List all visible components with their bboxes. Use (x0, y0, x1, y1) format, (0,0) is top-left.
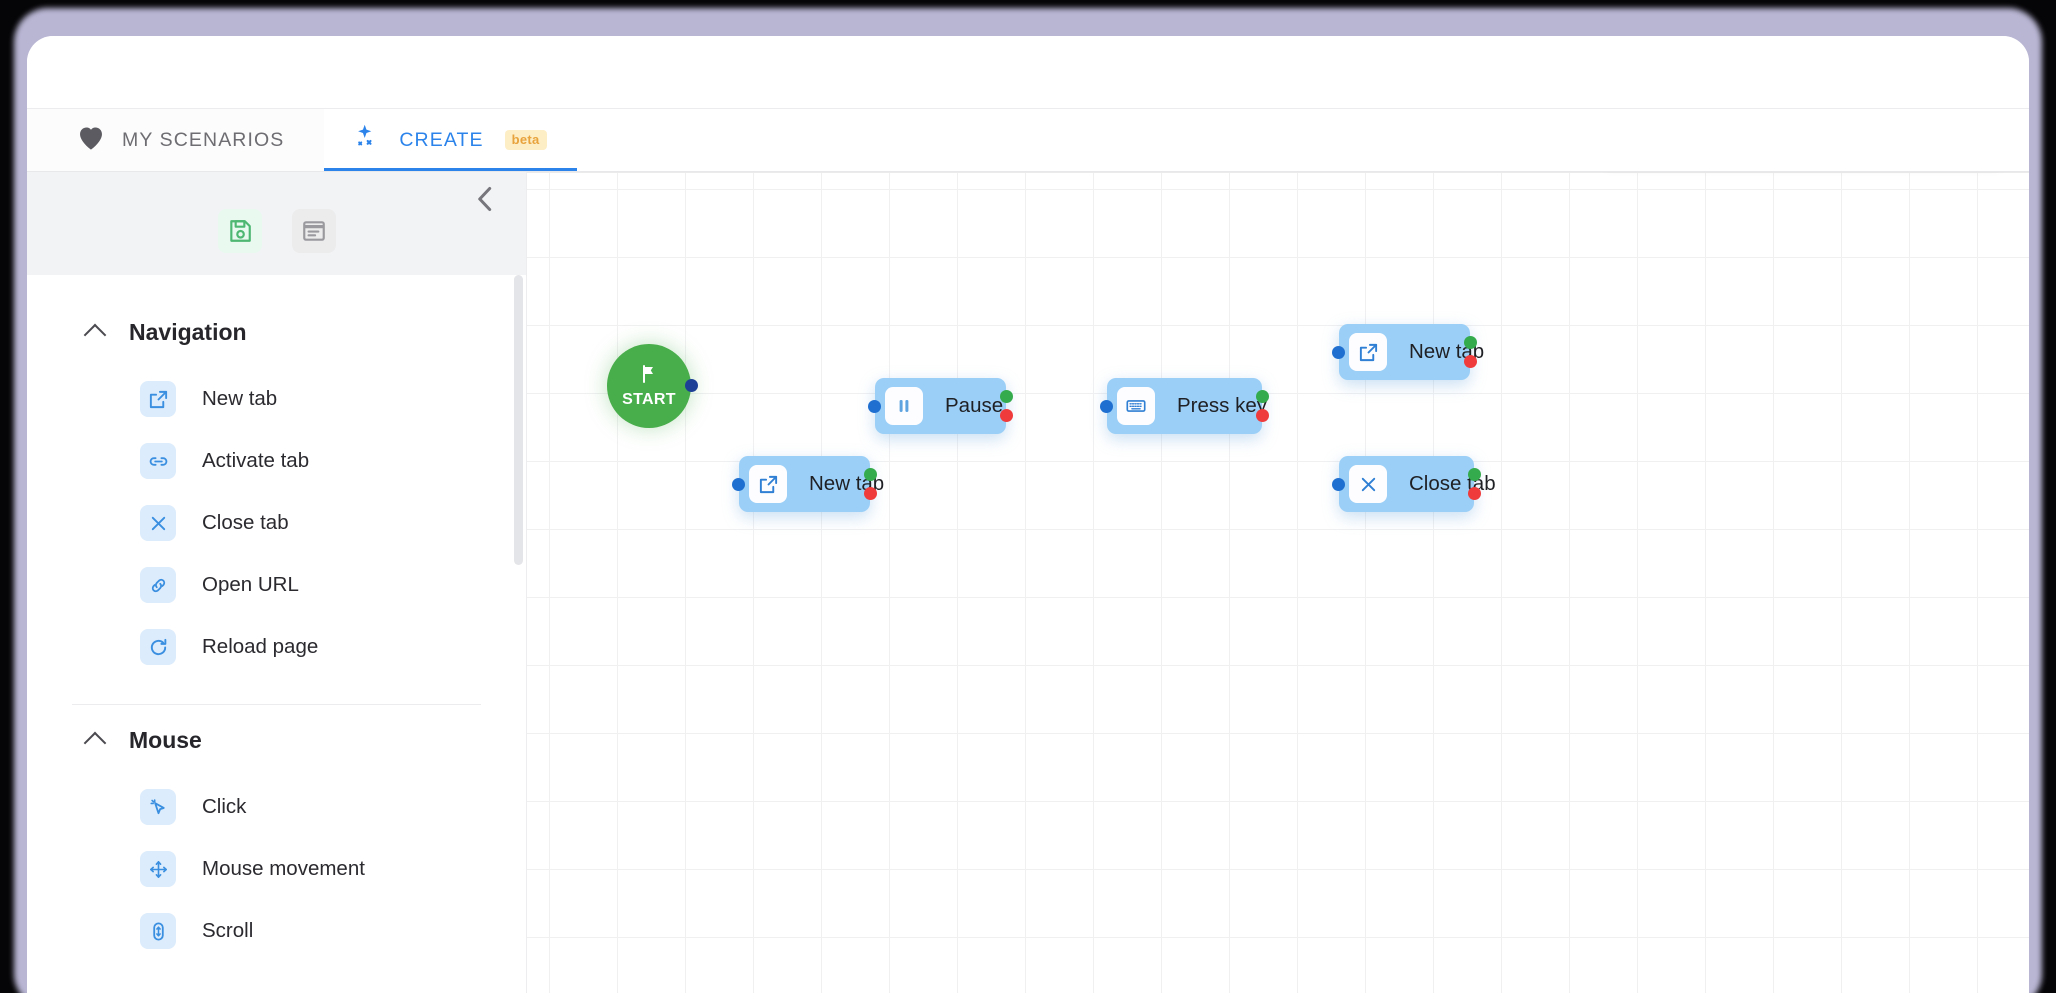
external-link-icon (1349, 333, 1387, 371)
action-label: Reload page (202, 635, 319, 658)
group-divider (72, 704, 481, 705)
input-port[interactable] (1332, 477, 1345, 491)
link-horizontal-icon (140, 443, 176, 479)
flow-node-new-tab-1[interactable]: New tab (732, 456, 884, 512)
node-label: Pause (945, 394, 1004, 417)
chain-link-icon (140, 567, 176, 603)
external-link-icon (749, 465, 787, 503)
error-port[interactable] (1256, 409, 1269, 422)
x-icon (1349, 465, 1387, 503)
action-item-open-url[interactable]: Open URL (27, 554, 526, 616)
error-port[interactable] (1464, 355, 1477, 368)
input-port[interactable] (1332, 345, 1345, 359)
action-item-activate-tab[interactable]: Activate tab (27, 430, 526, 492)
body-split: Navigation New tab (27, 172, 2029, 993)
tab-create[interactable]: CREATE beta (324, 109, 577, 171)
move-arrows-icon (140, 851, 176, 887)
action-label: Open URL (202, 573, 299, 596)
scroll-icon (140, 913, 176, 949)
action-item-scroll[interactable]: Scroll (27, 900, 526, 962)
tab-my-scenarios[interactable]: MY SCENARIOS (27, 109, 325, 171)
error-port[interactable] (864, 487, 877, 500)
flag-icon (638, 363, 660, 390)
flow-canvas-area[interactable]: START New tab (527, 172, 2029, 993)
heart-icon (77, 125, 105, 156)
keyboard-icon (1117, 387, 1155, 425)
tab-create-label: CREATE (399, 128, 484, 151)
success-port[interactable] (1000, 390, 1013, 403)
group-title-navigation: Navigation (129, 319, 247, 345)
flow-canvas[interactable]: START New tab (527, 172, 2029, 993)
external-link-icon (140, 381, 176, 417)
sparkles-icon (352, 123, 382, 158)
group-header-mouse[interactable]: Mouse (27, 705, 526, 776)
panel-collapse-button[interactable] (468, 182, 502, 216)
success-port[interactable] (1464, 336, 1477, 349)
cursor-click-icon (140, 789, 176, 825)
action-item-close-tab[interactable]: Close tab (27, 492, 526, 554)
chevron-up-icon (83, 323, 107, 347)
chevron-left-icon (478, 186, 492, 212)
action-label: Close tab (202, 511, 289, 534)
flow-node-start[interactable]: START (607, 344, 691, 428)
action-group-mouse: Mouse Click (27, 705, 526, 962)
flow-node-close-tab[interactable]: Close tab (1332, 456, 1496, 512)
flow-edges (527, 172, 827, 322)
start-output-port[interactable] (685, 379, 698, 392)
save-scenario-button[interactable] (217, 209, 262, 253)
success-port[interactable] (1468, 468, 1481, 481)
start-node-label: START (622, 391, 676, 408)
success-port[interactable] (864, 468, 877, 481)
action-label: New tab (202, 387, 278, 410)
flow-node-press-key[interactable]: Press key (1100, 378, 1269, 434)
actions-panel: Navigation New tab (27, 172, 527, 993)
title-bar: Dolphin{anty} (27, 36, 2029, 144)
tab-strip: MY SCENARIOS CREATE beta (27, 109, 2029, 172)
group-header-navigation[interactable]: Navigation (27, 297, 526, 368)
action-item-new-tab[interactable]: New tab (27, 368, 526, 430)
action-group-navigation: Navigation New tab (27, 297, 526, 705)
tab-my-scenarios-label: MY SCENARIOS (122, 128, 285, 151)
action-label: Activate tab (202, 449, 310, 472)
flow-node-pause[interactable]: Pause (868, 378, 1013, 434)
panel-toolbar (27, 172, 526, 275)
flow-node-new-tab-2[interactable]: New tab (1332, 324, 1484, 380)
actions-scroll-area[interactable]: Navigation New tab (27, 275, 526, 993)
node-label: Close tab (1409, 472, 1496, 495)
notes-button[interactable] (291, 209, 336, 253)
input-port[interactable] (732, 477, 745, 491)
error-port[interactable] (1000, 409, 1013, 422)
action-item-click[interactable]: Click (27, 776, 526, 838)
notes-icon (302, 221, 325, 241)
beta-badge: beta (504, 130, 547, 150)
refresh-icon (140, 629, 176, 665)
error-port[interactable] (1468, 487, 1481, 500)
action-item-reload-page[interactable]: Reload page (27, 616, 526, 678)
panel-scrollbar[interactable] (514, 275, 523, 565)
save-disk-icon (229, 220, 251, 242)
x-icon (140, 505, 176, 541)
node-label: Press key (1177, 394, 1267, 417)
action-label: Mouse movement (202, 857, 365, 880)
action-item-mouse-movement[interactable]: Mouse movement (27, 838, 526, 900)
input-port[interactable] (1100, 399, 1113, 413)
input-port[interactable] (868, 399, 881, 413)
action-label: Scroll (202, 919, 254, 942)
success-port[interactable] (1256, 390, 1269, 403)
chevron-up-icon (83, 731, 107, 755)
pause-icon (885, 387, 923, 425)
application-window: Dolphin{anty} MY SCENARIOS (27, 36, 2029, 993)
group-title-mouse: Mouse (129, 727, 202, 753)
action-label: Click (202, 795, 247, 818)
